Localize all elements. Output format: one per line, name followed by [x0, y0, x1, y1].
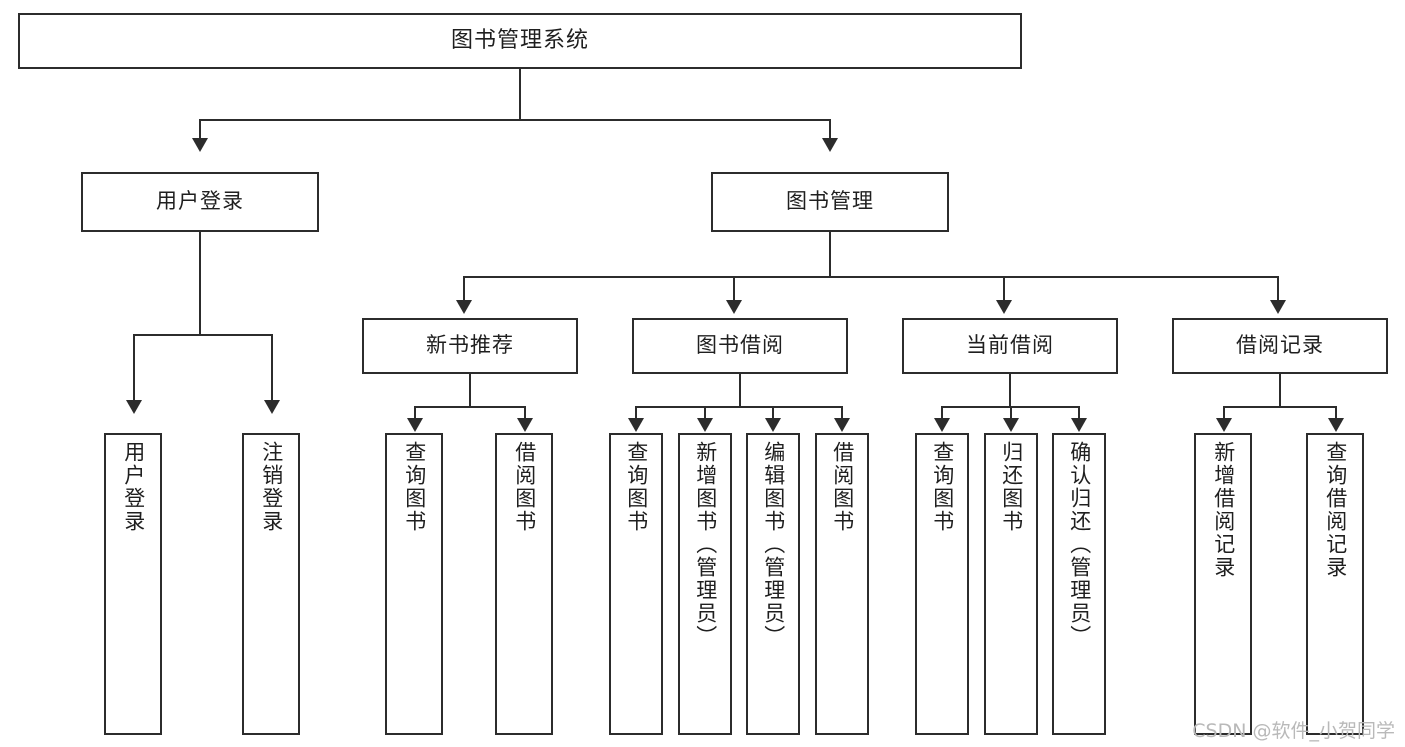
- arrowhead-nbr-borrow: [517, 418, 533, 432]
- leaf-nbr-query-book[interactable]: 查询图书: [385, 433, 443, 735]
- connector-cb-drop-2: [1010, 406, 1012, 420]
- connector-bb-drop-3: [772, 406, 774, 420]
- node-label: 用户登录: [156, 189, 244, 214]
- connector-bb-drop-4: [841, 406, 843, 420]
- connector-bb-drop-2: [704, 406, 706, 420]
- connector-root-stem: [519, 69, 521, 120]
- leaf-label: 查询图书: [624, 441, 649, 533]
- connector-br-drop-1: [1223, 406, 1225, 420]
- leaf-user-login[interactable]: 用户登录: [104, 433, 162, 735]
- leaf-cb-confirm-return-admin[interactable]: 确认归还（管理员）: [1052, 433, 1106, 735]
- leaf-label: 借阅图书: [512, 441, 537, 533]
- node-new-book-recommend[interactable]: 新书推荐: [362, 318, 578, 374]
- leaf-br-add-record[interactable]: 新增借阅记录: [1194, 433, 1252, 735]
- connector-book-management-stem: [829, 232, 831, 278]
- arrowhead-user-login: [192, 138, 208, 152]
- connector-br-drop-2: [1335, 406, 1337, 420]
- arrowhead-bb-query: [628, 418, 644, 432]
- node-label: 图书管理系统: [450, 27, 589, 53]
- arrowhead-leaf-logout: [264, 400, 280, 414]
- connector-user-login-drop-2: [271, 334, 273, 402]
- arrowhead-bb-add: [697, 418, 713, 432]
- connector-nbr-drop-1: [414, 406, 416, 420]
- connector-nbr-drop-2: [524, 406, 526, 420]
- leaf-label: 查询图书: [402, 441, 427, 533]
- arrowhead-book-borrow: [726, 300, 742, 314]
- connector-cb-stem: [1009, 374, 1011, 408]
- connector-bb-bus: [635, 406, 843, 408]
- node-label: 图书管理: [786, 189, 874, 214]
- leaf-bb-query-book[interactable]: 查询图书: [609, 433, 663, 735]
- node-book-management[interactable]: 图书管理: [711, 172, 949, 232]
- connector-br-stem: [1279, 374, 1281, 408]
- node-book-borrow[interactable]: 图书借阅: [632, 318, 848, 374]
- connector-bm-drop-4: [1277, 276, 1279, 302]
- leaf-label: 新增图书（管理员）: [693, 441, 718, 648]
- leaf-label: 查询图书: [930, 441, 955, 533]
- connector-bm-drop-1: [463, 276, 465, 302]
- arrowhead-br-add: [1216, 418, 1232, 432]
- connector-bm-drop-2: [733, 276, 735, 302]
- leaf-br-query-record[interactable]: 查询借阅记录: [1306, 433, 1364, 735]
- arrowhead-cb-confirm: [1071, 418, 1087, 432]
- connector-user-login-stem: [199, 232, 201, 336]
- node-label: 借阅记录: [1236, 333, 1324, 358]
- leaf-label: 新增借阅记录: [1211, 441, 1236, 579]
- connector-nbr-bus: [414, 406, 526, 408]
- arrowhead-bb-edit: [765, 418, 781, 432]
- arrowhead-book-manage: [822, 138, 838, 152]
- leaf-bb-add-book-admin[interactable]: 新增图书（管理员）: [678, 433, 732, 735]
- leaf-label: 归还图书: [999, 441, 1024, 533]
- leaf-label: 借阅图书: [830, 441, 855, 533]
- connector-bb-stem: [739, 374, 741, 408]
- arrowhead-leaf-user-login: [126, 400, 142, 414]
- connector-root-drop-left: [199, 119, 201, 140]
- connector-book-management-bus: [463, 276, 1279, 278]
- connector-user-login-drop-1: [133, 334, 135, 402]
- arrowhead-br-query: [1328, 418, 1344, 432]
- node-user-login[interactable]: 用户登录: [81, 172, 319, 232]
- leaf-bb-borrow-book[interactable]: 借阅图书: [815, 433, 869, 735]
- connector-user-login-bus: [133, 334, 273, 336]
- connector-cb-drop-1: [941, 406, 943, 420]
- leaf-logout[interactable]: 注销登录: [242, 433, 300, 735]
- node-label: 图书借阅: [696, 333, 784, 358]
- node-label: 当前借阅: [966, 333, 1054, 358]
- connector-bm-drop-3: [1003, 276, 1005, 302]
- node-current-borrow[interactable]: 当前借阅: [902, 318, 1118, 374]
- leaf-nbr-borrow-book[interactable]: 借阅图书: [495, 433, 553, 735]
- leaf-cb-query-book[interactable]: 查询图书: [915, 433, 969, 735]
- arrowhead-new-book-rec: [456, 300, 472, 314]
- node-borrow-record[interactable]: 借阅记录: [1172, 318, 1388, 374]
- arrowhead-borrow-record: [1270, 300, 1286, 314]
- connector-bb-drop-1: [635, 406, 637, 420]
- connector-br-bus: [1223, 406, 1337, 408]
- arrowhead-cb-return: [1003, 418, 1019, 432]
- connector-root-drop-right: [829, 119, 831, 140]
- node-label: 新书推荐: [426, 333, 514, 358]
- csdn-watermark: CSDN @软件_小贺同学: [1192, 720, 1395, 742]
- arrowhead-cb-query: [934, 418, 950, 432]
- node-root-system[interactable]: 图书管理系统: [18, 13, 1022, 69]
- connector-nbr-stem: [469, 374, 471, 408]
- leaf-bb-edit-book-admin[interactable]: 编辑图书（管理员）: [746, 433, 800, 735]
- leaf-label: 注销登录: [259, 441, 284, 533]
- connector-root-bus: [199, 119, 831, 121]
- leaf-label: 用户登录: [121, 441, 146, 533]
- leaf-cb-return-book[interactable]: 归还图书: [984, 433, 1038, 735]
- arrowhead-current-borrow: [996, 300, 1012, 314]
- connector-cb-drop-3: [1078, 406, 1080, 420]
- leaf-label: 编辑图书（管理员）: [761, 441, 786, 648]
- leaf-label: 确认归还（管理员）: [1067, 441, 1092, 648]
- leaf-label: 查询借阅记录: [1323, 441, 1348, 579]
- arrowhead-nbr-query: [407, 418, 423, 432]
- arrowhead-bb-borrow: [834, 418, 850, 432]
